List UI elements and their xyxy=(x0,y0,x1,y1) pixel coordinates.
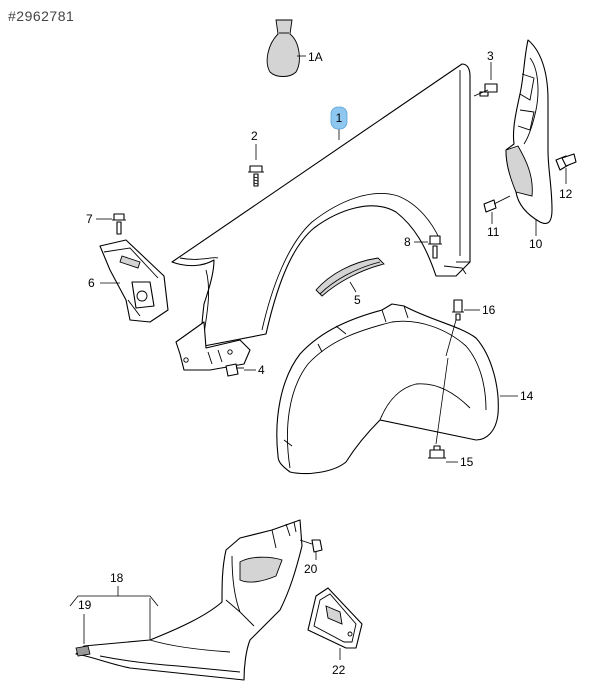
bolt-11 xyxy=(483,195,511,224)
clip-12 xyxy=(555,153,577,184)
label-8: 8 xyxy=(404,235,411,249)
bolt-7 xyxy=(96,213,126,235)
label-1: 1 xyxy=(336,111,343,125)
label-6: 6 xyxy=(88,276,95,290)
clip-16 xyxy=(445,299,480,357)
mounting-bracket xyxy=(99,239,169,323)
trim-strip xyxy=(315,257,385,297)
touch-up-paint-bottle xyxy=(266,19,306,77)
label-12: 12 xyxy=(559,187,573,201)
label-7: 7 xyxy=(86,212,93,226)
label-15: 15 xyxy=(460,455,474,469)
label-16: 16 xyxy=(482,303,496,317)
screw-15 xyxy=(428,357,458,463)
lower-splash-shield xyxy=(69,519,303,681)
bolt-3 xyxy=(473,62,498,97)
highlight-marker xyxy=(330,106,348,130)
access-cover xyxy=(307,587,363,660)
label-5: 5 xyxy=(354,293,361,307)
label-10: 10 xyxy=(529,237,543,251)
bolt-2 xyxy=(248,144,264,187)
screw-20 xyxy=(299,539,323,560)
wheel-housing-liner xyxy=(276,303,518,475)
label-20: 20 xyxy=(304,562,318,576)
label-3: 3 xyxy=(487,49,494,63)
bolt-8 xyxy=(414,235,442,259)
label-14: 14 xyxy=(520,389,534,403)
label-11: 11 xyxy=(487,225,500,239)
label-4: 4 xyxy=(258,363,265,377)
label-22: 22 xyxy=(332,663,346,677)
label-18: 18 xyxy=(110,571,124,585)
label-19: 19 xyxy=(78,598,92,612)
headlamp-bracket xyxy=(505,39,553,236)
label-2: 2 xyxy=(251,129,258,143)
label-1a: 1A xyxy=(308,50,323,64)
document-number: #2962781 xyxy=(8,8,74,24)
front-fender xyxy=(171,63,471,371)
bolt-4 xyxy=(225,363,256,377)
